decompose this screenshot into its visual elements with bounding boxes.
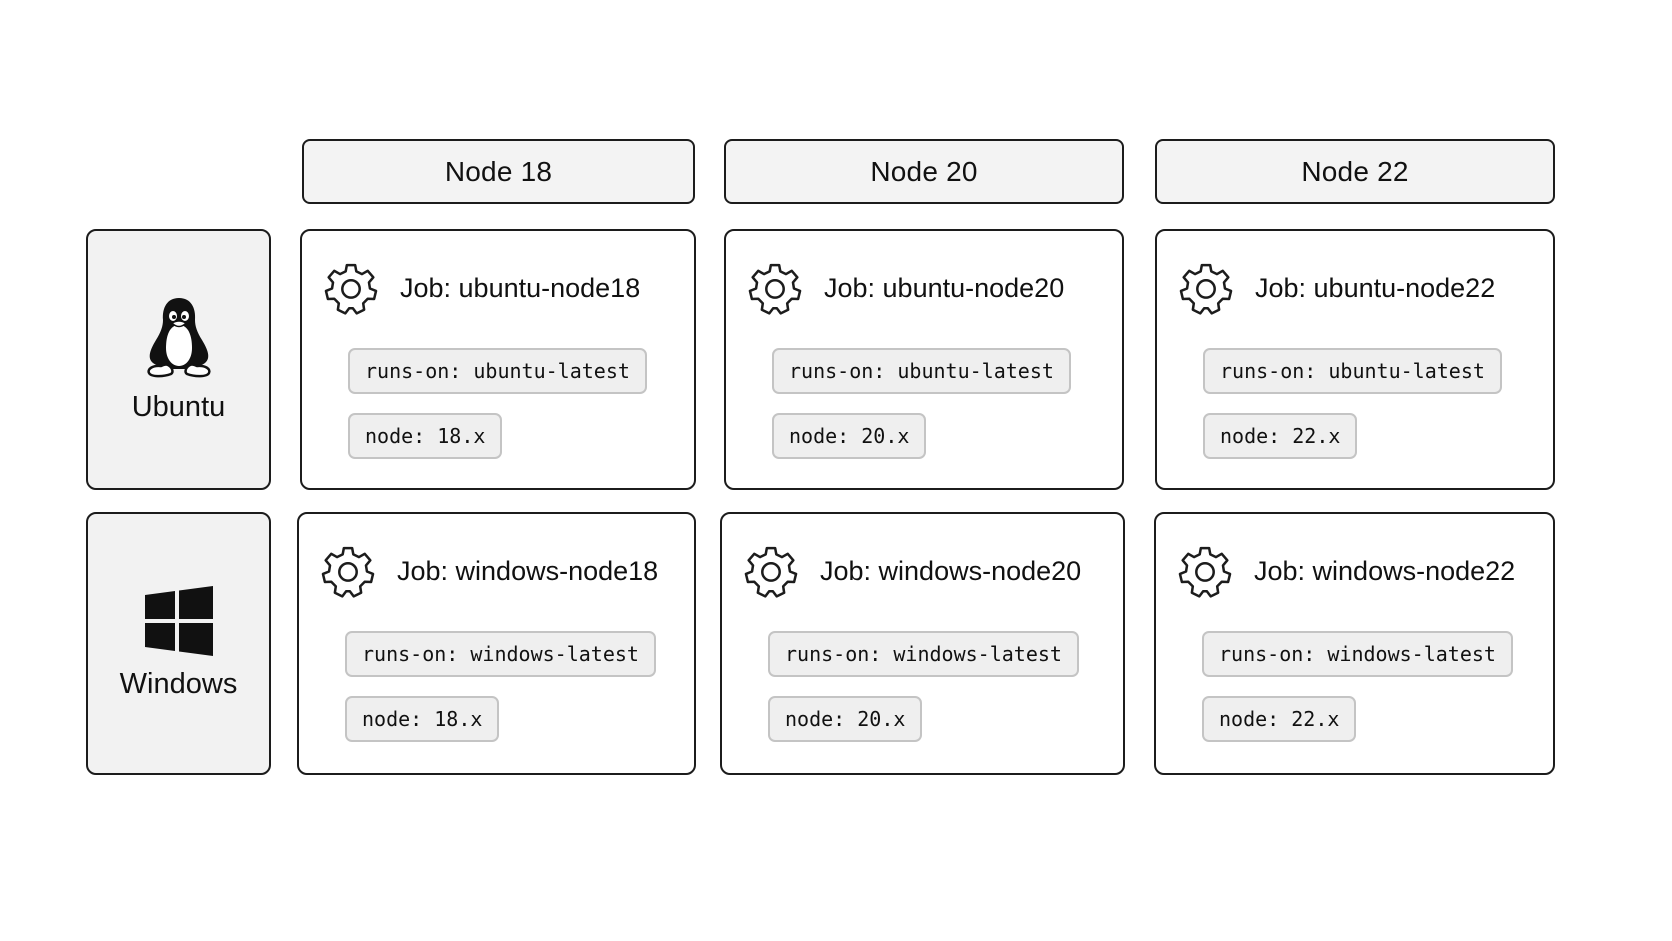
gear-icon	[1179, 263, 1233, 315]
runs-on-tag: runs-on: windows-latest	[768, 631, 1079, 677]
job-card-ubuntu-node22: Job: ubuntu-node22 runs-on: ubuntu-lates…	[1155, 229, 1555, 490]
node-version-tag: node: 18.x	[345, 696, 500, 742]
row-header-label: Ubuntu	[131, 391, 226, 423]
column-header-node20: Node 20	[724, 139, 1124, 204]
runs-on-tag: runs-on: windows-latest	[345, 631, 656, 677]
row-header-ubuntu: Ubuntu	[86, 229, 271, 490]
runs-on-tag: runs-on: ubuntu-latest	[1203, 348, 1502, 394]
job-title: Job: ubuntu-node18	[400, 272, 641, 303]
job-card-ubuntu-node18: Job: ubuntu-node18 runs-on: ubuntu-lates…	[300, 229, 696, 490]
node-version-tag: node: 20.x	[768, 696, 923, 742]
job-card-windows-node22: Job: windows-node22 runs-on: windows-lat…	[1154, 512, 1555, 775]
job-title-row: Job: ubuntu-node22	[1177, 259, 1495, 317]
job-title-row: Job: windows-node20	[742, 542, 1081, 600]
job-card-windows-node20: Job: windows-node20 runs-on: windows-lat…	[720, 512, 1125, 775]
row-header-label: Windows	[119, 668, 238, 700]
job-title-row: Job: windows-node18	[319, 542, 658, 600]
row-header-windows: Windows	[86, 512, 271, 775]
column-header-node22: Node 22	[1155, 139, 1555, 204]
node-version-tag: node: 22.x	[1203, 413, 1358, 459]
node-version-tag: node: 20.x	[772, 413, 927, 459]
gear-icon	[324, 263, 378, 315]
job-title-row: Job: ubuntu-node20	[746, 259, 1064, 317]
gear-icon	[748, 263, 802, 315]
runs-on-tag: runs-on: windows-latest	[1202, 631, 1513, 677]
job-title: Job: ubuntu-node22	[1255, 272, 1496, 303]
node-version-tag: node: 18.x	[348, 413, 503, 459]
runs-on-tag: runs-on: ubuntu-latest	[348, 348, 647, 394]
gear-icon	[744, 546, 798, 598]
job-title: Job: windows-node20	[820, 555, 1082, 586]
runs-on-tag: runs-on: ubuntu-latest	[772, 348, 1071, 394]
linux-penguin-icon	[146, 298, 211, 378]
column-header-node18: Node 18	[302, 139, 695, 204]
job-title: Job: windows-node18	[397, 555, 659, 586]
gear-icon	[1178, 546, 1232, 598]
job-title-row: Job: ubuntu-node18	[322, 259, 640, 317]
job-card-windows-node18: Job: windows-node18 runs-on: windows-lat…	[297, 512, 696, 775]
column-header-label: Node 22	[1301, 155, 1409, 187]
job-title-row: Job: windows-node22	[1176, 542, 1515, 600]
job-title: Job: ubuntu-node20	[824, 272, 1065, 303]
gear-icon	[321, 546, 375, 598]
job-title: Job: windows-node22	[1254, 555, 1516, 586]
column-header-label: Node 18	[444, 155, 553, 187]
column-header-label: Node 20	[870, 155, 978, 187]
node-version-tag: node: 22.x	[1202, 696, 1357, 742]
job-card-ubuntu-node20: Job: ubuntu-node20 runs-on: ubuntu-lates…	[724, 229, 1124, 490]
windows-logo-icon	[144, 586, 213, 656]
